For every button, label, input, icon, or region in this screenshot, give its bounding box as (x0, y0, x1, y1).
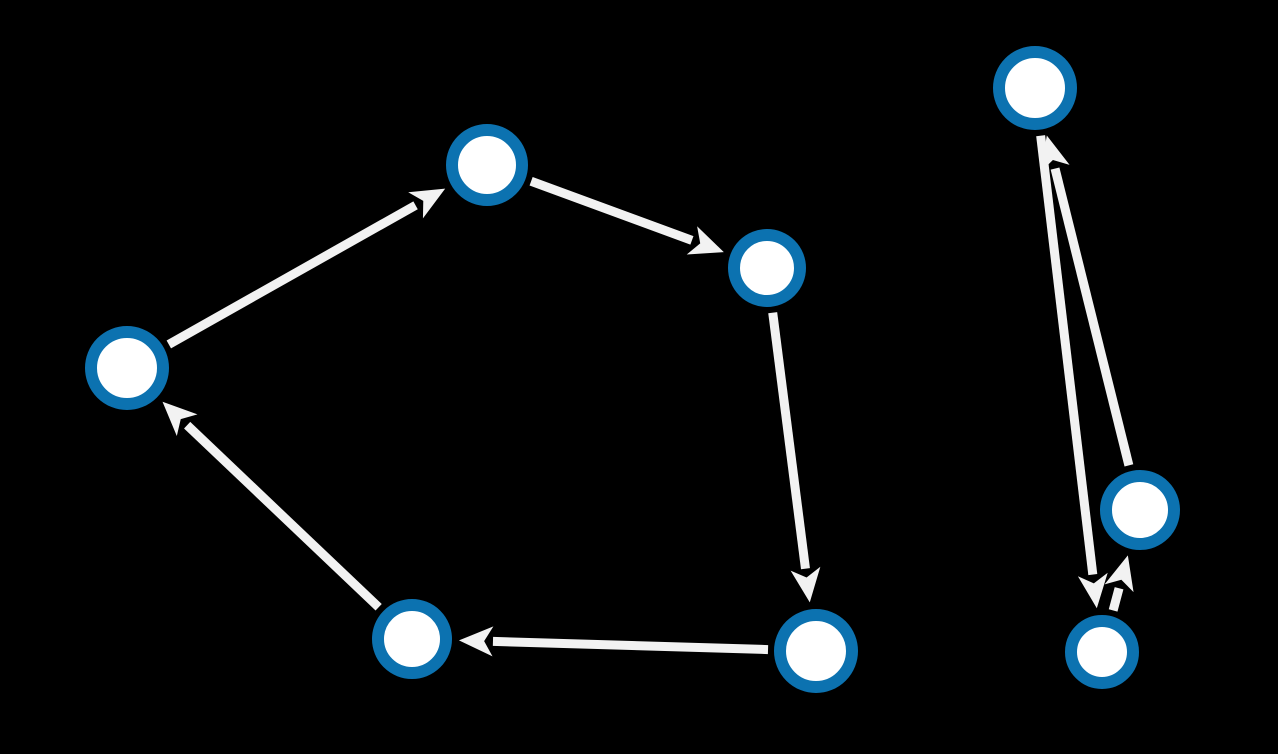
edge-line (492, 636, 769, 655)
node-circle[interactable] (1100, 470, 1180, 550)
node-circle[interactable] (446, 124, 528, 206)
graph-node[interactable] (372, 599, 452, 679)
graph-node[interactable] (774, 609, 858, 693)
edge-arrowhead-icon (408, 188, 446, 219)
edge-line (1050, 167, 1134, 467)
graph-node[interactable] (728, 229, 806, 307)
node-circle[interactable] (728, 229, 806, 307)
graph-edge (458, 626, 769, 657)
graph-edge (162, 401, 382, 611)
edge-line (166, 201, 418, 349)
graph-node[interactable] (1100, 470, 1180, 550)
edge-arrowhead-icon (1077, 572, 1108, 609)
graph-node[interactable] (85, 326, 169, 410)
edge-line (768, 312, 810, 570)
node-circle[interactable] (993, 46, 1077, 130)
node-circle[interactable] (372, 599, 452, 679)
graph-edge (1036, 135, 1108, 609)
graph-edge (1104, 555, 1134, 612)
graph-node[interactable] (446, 124, 528, 206)
edge-layer (162, 135, 1134, 657)
node-circle[interactable] (85, 326, 169, 410)
edge-arrowhead-icon (162, 401, 198, 437)
edge-line (1108, 587, 1124, 612)
node-circle[interactable] (774, 609, 858, 693)
graph-edge (768, 312, 821, 603)
graph-node[interactable] (993, 46, 1077, 130)
edge-arrowhead-icon (686, 226, 724, 255)
edge-line (1036, 135, 1098, 576)
node-circle[interactable] (1065, 615, 1139, 689)
graph-edge (1040, 135, 1134, 467)
edge-arrowhead-icon (1104, 555, 1134, 593)
graph-edge (166, 188, 446, 349)
edge-line (184, 421, 382, 611)
node-layer (85, 46, 1180, 693)
edge-line (529, 177, 694, 245)
graph-edge (529, 177, 724, 255)
graph-node[interactable] (1065, 615, 1139, 689)
edge-arrowhead-icon (790, 566, 821, 603)
edge-arrowhead-icon (1040, 135, 1070, 173)
edge-arrowhead-icon (458, 626, 494, 657)
